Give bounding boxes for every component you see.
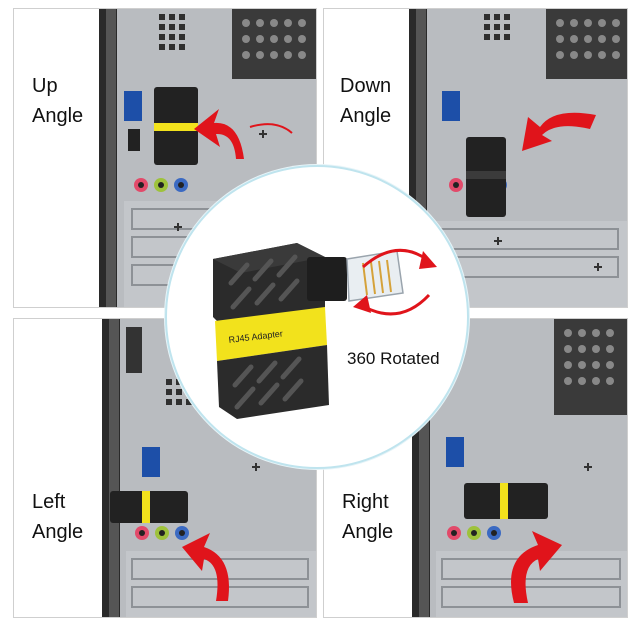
panel-caption: Left Angle (32, 487, 83, 547)
caption-line-2: Angle (342, 521, 394, 543)
rj45-adapter-illustration: RJ45 Adapter (213, 243, 437, 419)
caption-line-2: Angle (340, 105, 392, 127)
panel-caption: Up Angle (32, 71, 83, 131)
caption-line-1: Up (32, 75, 58, 97)
caption-line-1: Down (340, 75, 392, 97)
caption-line-2: Angle (32, 105, 84, 127)
caption-line-1: Right (342, 491, 389, 513)
center-product-callout: RJ45 Adapter 360 Rotated (165, 165, 469, 469)
caption-line-1: Left (32, 491, 66, 513)
panel-caption: Down Angle (340, 71, 391, 131)
rotation-caption: 360 Rotated (347, 349, 440, 368)
caption-line-2: Angle (32, 521, 84, 543)
panel-caption: Right Angle (342, 487, 393, 547)
